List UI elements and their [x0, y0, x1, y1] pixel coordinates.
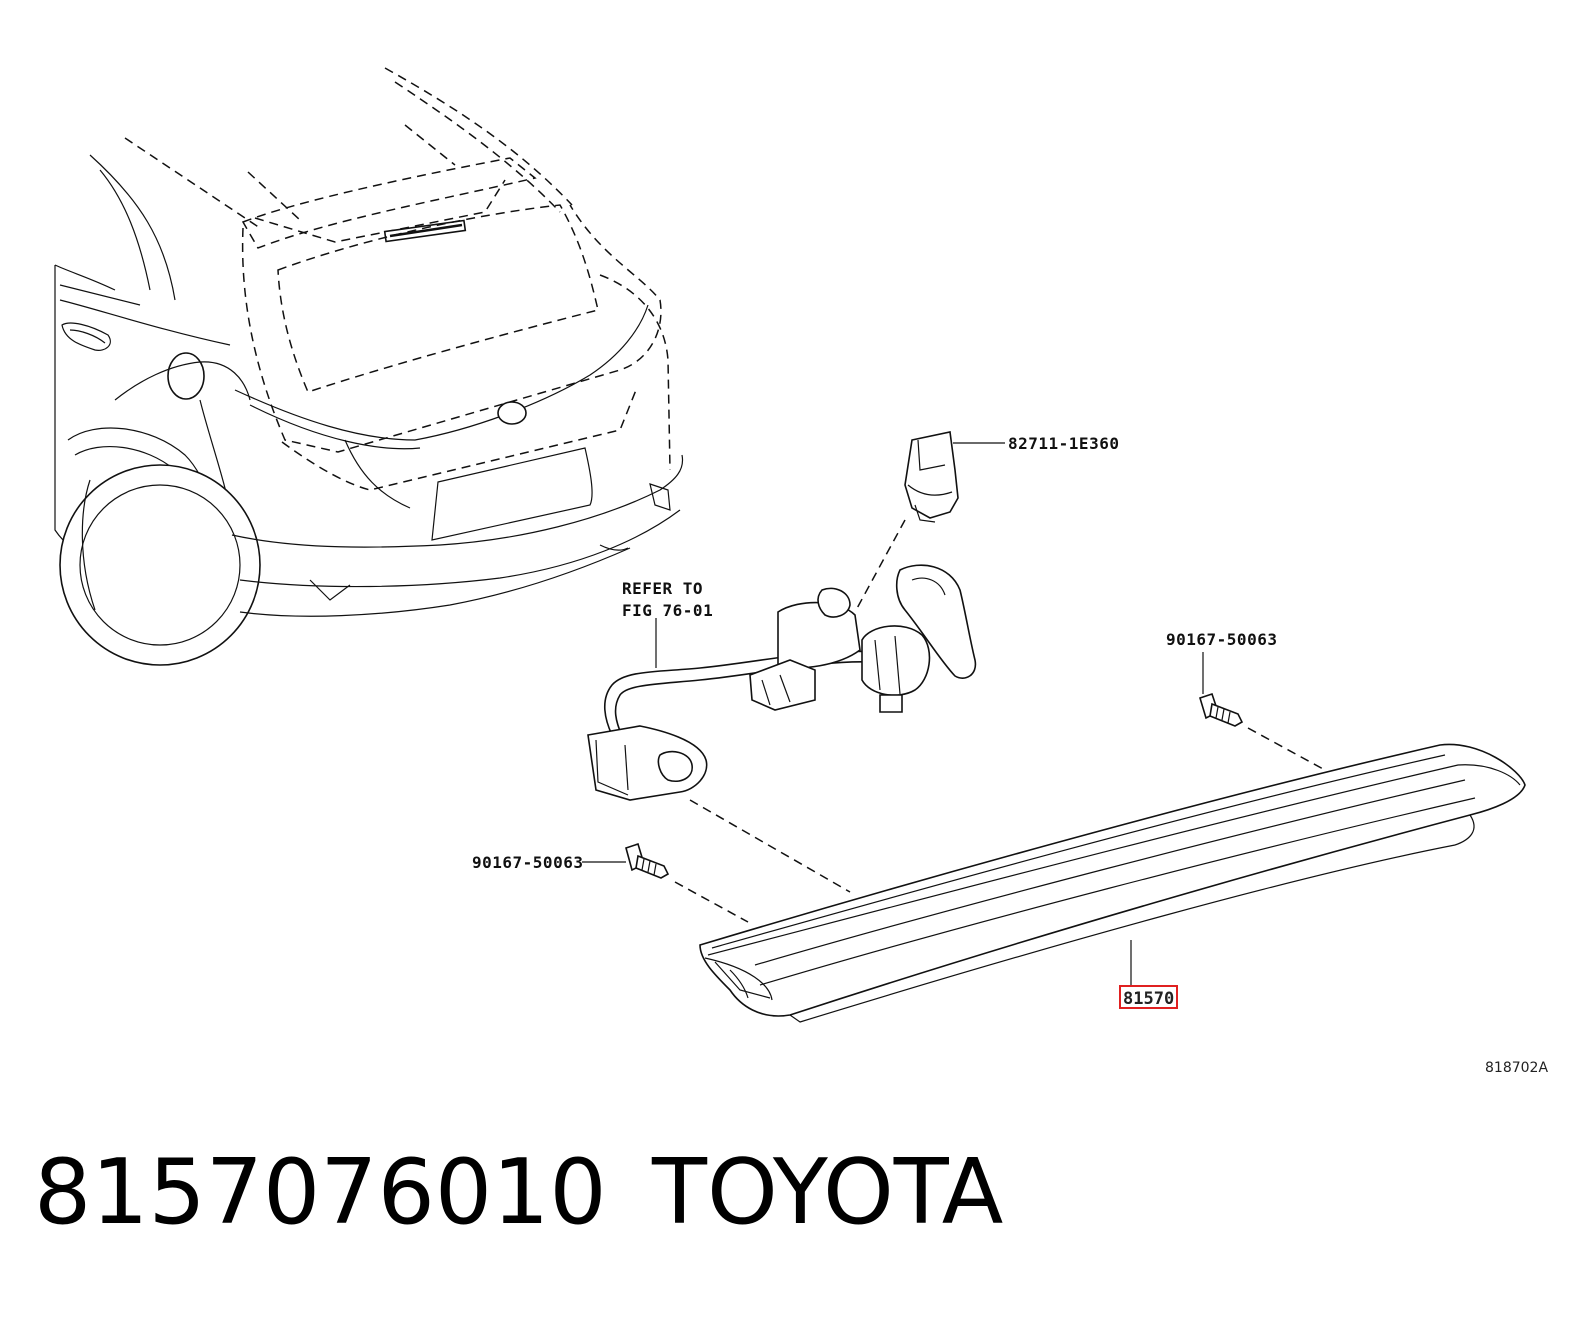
figure-code: 818702A — [1485, 1060, 1548, 1076]
callout-refer-line2: FIG 76-01 — [622, 601, 713, 620]
bulb-socket-part — [854, 431, 1005, 613]
brand-name: TOYOTA — [652, 1140, 1004, 1245]
callout-refer-line1: REFER TO — [622, 579, 703, 598]
wire-harness-part — [587, 564, 977, 893]
screw-left-part — [582, 842, 749, 923]
callout-screw-right: 90167-50063 — [1166, 630, 1277, 649]
callout-bulb-socket: 82711-1E360 — [1008, 434, 1119, 453]
part-number: 8157076010 — [34, 1140, 607, 1245]
callout-main-part: 81570 — [1123, 989, 1174, 1009]
callout-screw-left: 90167-50063 — [472, 853, 583, 872]
stop-lamp-part — [699, 743, 1526, 1023]
screw-right-part — [1199, 652, 1326, 771]
vehicle-rear-illustration — [54, 67, 684, 666]
highlight-box — [1119, 985, 1178, 1009]
